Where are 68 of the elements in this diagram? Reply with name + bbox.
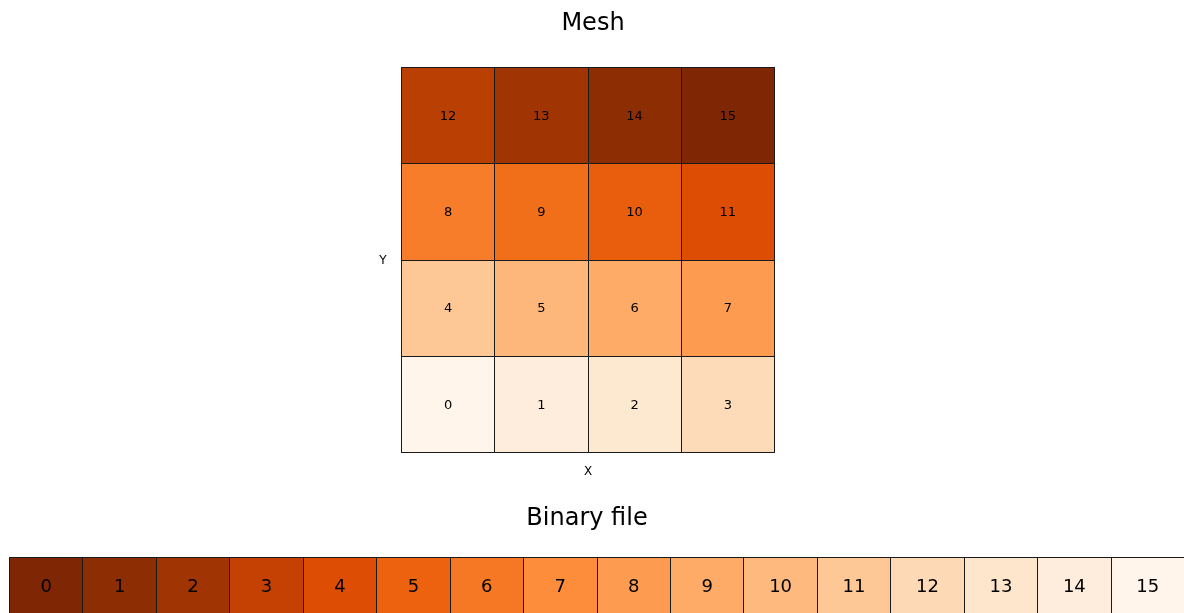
cell-value: 9 — [537, 203, 546, 222]
cell-value: 10 — [769, 573, 793, 598]
mesh-cell — [587, 163, 682, 261]
cell-value: 3 — [723, 395, 732, 414]
cell-value: 1 — [537, 395, 546, 414]
binary-cell — [963, 557, 1039, 613]
cell-value: 5 — [537, 299, 546, 318]
binary-cell — [816, 557, 892, 613]
binary-cell — [669, 557, 745, 613]
cell-value: 4 — [444, 299, 453, 318]
binary-cell — [155, 557, 231, 613]
mesh-cell — [587, 259, 682, 357]
axis-label: Y — [379, 252, 387, 268]
cell-value: 7 — [723, 299, 732, 318]
cell-value: 14 — [1062, 573, 1086, 598]
binary-cell — [523, 557, 598, 613]
cell-value: 6 — [481, 573, 493, 598]
cell-value: 15 — [1136, 573, 1160, 598]
binary-cell — [9, 557, 84, 613]
mesh-cell — [494, 259, 589, 357]
cell-value: 3 — [260, 573, 273, 598]
mesh-cell — [401, 355, 496, 453]
axis-label: X — [583, 463, 593, 479]
cell-value: 5 — [407, 573, 420, 598]
mesh-cell — [494, 163, 589, 261]
mesh-cell — [587, 355, 682, 453]
cell-value: 4 — [334, 573, 346, 598]
binary-cell — [890, 557, 965, 613]
mesh-cell — [587, 67, 682, 165]
binary-cell — [302, 557, 378, 613]
cell-value: 6 — [630, 299, 639, 318]
binary-cell — [229, 557, 304, 613]
mesh-cell — [401, 163, 496, 261]
cell-value: 10 — [626, 203, 643, 222]
mesh-cell — [494, 67, 589, 165]
cell-value: 13 — [533, 106, 550, 125]
cell-value: 8 — [444, 203, 453, 222]
cell-value: 7 — [554, 573, 566, 598]
binary-cell — [596, 557, 671, 613]
chart-title: Mesh — [561, 7, 625, 38]
cell-value: 14 — [626, 106, 643, 125]
cell-value: 0 — [444, 395, 453, 414]
cell-value: 1 — [113, 573, 126, 598]
mesh-cell — [680, 67, 775, 165]
mesh-cell — [401, 259, 496, 357]
mesh-cell — [494, 355, 589, 453]
binary-cell — [1110, 557, 1184, 613]
mesh-cell — [680, 355, 775, 453]
mesh-cell — [401, 67, 496, 165]
cell-value: 11 — [719, 203, 737, 222]
chart-title: Binary file — [526, 502, 648, 533]
binary-cell — [82, 557, 157, 613]
mesh-cell — [680, 259, 775, 357]
cell-value: 15 — [719, 106, 737, 125]
binary-cell — [743, 557, 818, 613]
cell-value: 9 — [701, 573, 713, 598]
binary-cell — [376, 557, 451, 613]
cell-value: 12 — [439, 106, 457, 125]
cell-value: 0 — [40, 573, 52, 598]
cell-value: 2 — [187, 573, 199, 598]
cell-value: 12 — [916, 573, 939, 598]
cell-value: 11 — [842, 573, 866, 598]
cell-value: 13 — [989, 573, 1013, 598]
binary-cell — [449, 557, 525, 613]
binary-cell — [1037, 557, 1112, 613]
cell-value: 8 — [628, 573, 640, 598]
mesh-cell — [680, 163, 775, 261]
cell-value: 2 — [630, 395, 639, 414]
